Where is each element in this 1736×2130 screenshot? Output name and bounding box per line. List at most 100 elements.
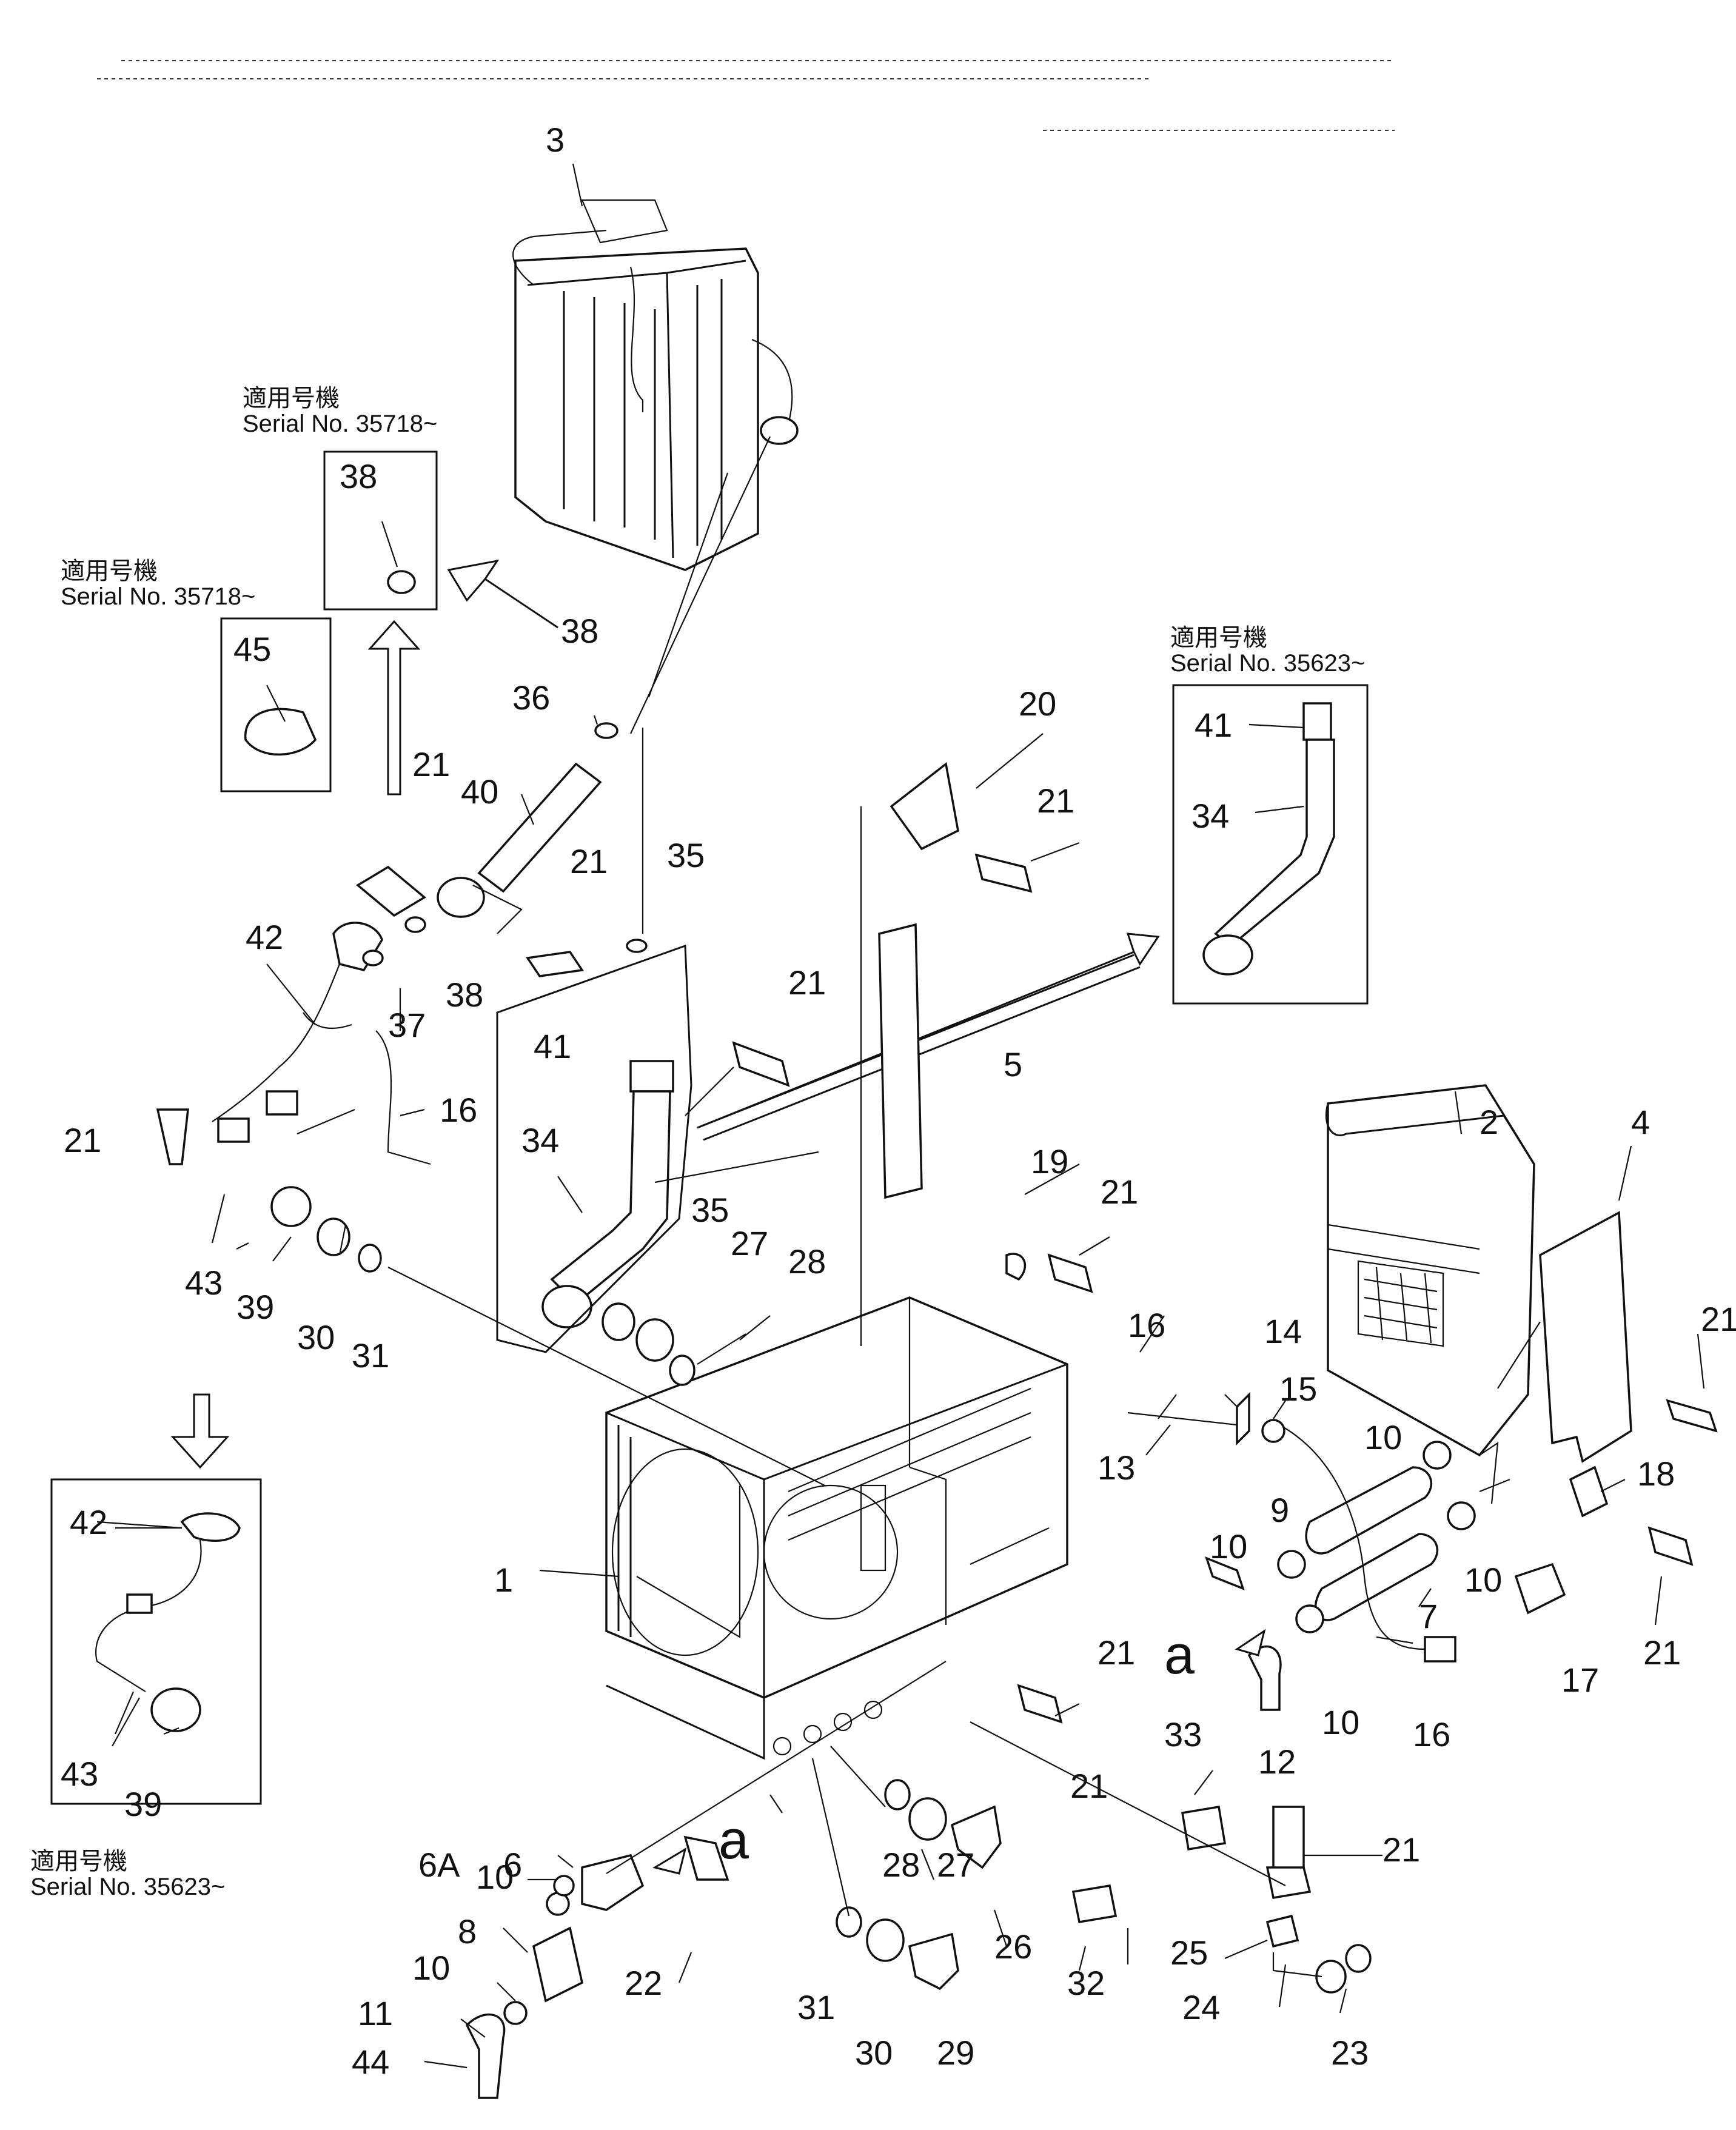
callout-20: 20 bbox=[1019, 685, 1056, 723]
direction-arrows bbox=[170, 559, 1160, 1469]
serial-jp-4: 適用号機 bbox=[30, 1848, 127, 1875]
clamps-10 bbox=[503, 1441, 1476, 2025]
callout-29: 29 bbox=[937, 2034, 974, 2072]
callout-9: 9 bbox=[1270, 1491, 1289, 1529]
callout-42-box: 42 bbox=[70, 1503, 107, 1541]
callout-13: 13 bbox=[1098, 1448, 1135, 1487]
hose-34 bbox=[496, 944, 692, 1353]
view-marker-a-right: a bbox=[1164, 1625, 1195, 1686]
callout-10-c: 10 bbox=[1464, 1561, 1502, 1599]
callout-41-box: 41 bbox=[1195, 706, 1232, 744]
callout-7: 7 bbox=[1419, 1597, 1438, 1635]
serial-jp-2: 適用号機 bbox=[61, 558, 158, 584]
callout-12: 12 bbox=[1258, 1743, 1296, 1781]
callout-28: 28 bbox=[882, 1846, 920, 1884]
callout-21-i: 21 bbox=[1643, 1633, 1681, 1672]
pipe-44 bbox=[465, 2013, 506, 2099]
serial-jp-3: 適用号機 bbox=[1170, 625, 1267, 651]
view-marker-arrow-right bbox=[1235, 1629, 1266, 1656]
view-marker-a-left: a bbox=[719, 1810, 749, 1870]
callout-10-e: 10 bbox=[476, 1858, 514, 1896]
serial-note-right: 適用号機 Serial No. 35623~ bbox=[1170, 625, 1365, 677]
serial-en-4: Serial No. 35623~ bbox=[30, 1874, 225, 1900]
fitting-6 bbox=[553, 1854, 645, 1911]
callout-43-box: 43 bbox=[61, 1755, 98, 1793]
callout-42: 42 bbox=[246, 918, 283, 956]
detail-box-45 bbox=[220, 617, 332, 792]
detail-box-38 bbox=[323, 450, 438, 611]
callout-6A: 6A bbox=[418, 1846, 460, 1884]
callout-21-b: 21 bbox=[570, 842, 608, 880]
callout-21-e: 21 bbox=[64, 1121, 101, 1159]
callout-21-a: 21 bbox=[412, 745, 450, 783]
callout-2: 2 bbox=[1480, 1103, 1498, 1141]
clip-18 bbox=[1569, 1465, 1609, 1518]
serial-en-3: Serial No. 35623~ bbox=[1170, 650, 1365, 677]
hose-36 bbox=[437, 762, 602, 934]
callout-43: 43 bbox=[185, 1264, 223, 1302]
callout-44: 44 bbox=[352, 2043, 389, 2081]
callout-30: 30 bbox=[855, 2034, 893, 2072]
detail-box-42-43-39 bbox=[50, 1478, 262, 1805]
hose-8 bbox=[532, 1926, 584, 2003]
serial-en-1: Serial No. 35718~ bbox=[243, 410, 437, 437]
callout-16-lower: 16 bbox=[1413, 1715, 1450, 1753]
callout-39: 39 bbox=[236, 1288, 274, 1326]
callout-19: 19 bbox=[1031, 1142, 1068, 1181]
callout-37: 37 bbox=[388, 1006, 426, 1044]
callout-21-j: 21 bbox=[1070, 1767, 1108, 1805]
callout-31-upper: 31 bbox=[352, 1336, 389, 1375]
callout-15: 15 bbox=[1279, 1370, 1317, 1408]
bracket-20 bbox=[890, 762, 959, 851]
callout-16-mid: 16 bbox=[1128, 1306, 1165, 1344]
view-marker-arrow-left bbox=[652, 1847, 687, 1875]
callout-18: 18 bbox=[1637, 1455, 1675, 1493]
callout-3: 3 bbox=[546, 121, 565, 159]
callout-10-a: 10 bbox=[1364, 1418, 1402, 1456]
elbow-29 bbox=[908, 1932, 959, 1991]
callout-30-upper: 30 bbox=[297, 1318, 335, 1356]
callout-10-d: 10 bbox=[1322, 1703, 1359, 1741]
callout-27-upper: 27 bbox=[731, 1224, 768, 1262]
callout-34: 34 bbox=[521, 1121, 559, 1159]
callout-38-box: 38 bbox=[340, 457, 377, 495]
callout-21-d: 21 bbox=[788, 963, 826, 1002]
hose-12 bbox=[1247, 1645, 1282, 1711]
frame-1 bbox=[605, 1296, 1068, 1760]
callout-32: 32 bbox=[1067, 1964, 1105, 2002]
serial-note-top-1: 適用号機 Serial No. 35718~ bbox=[243, 385, 437, 437]
serial-note-bottom: 適用号機 Serial No. 35623~ bbox=[30, 1848, 225, 1900]
grommet-17 bbox=[1514, 1562, 1566, 1615]
clamp-24 bbox=[1265, 1914, 1299, 1948]
detail-box-41-34 bbox=[1172, 684, 1369, 1005]
callout-22: 22 bbox=[625, 1964, 662, 2002]
callout-10-f: 10 bbox=[412, 1949, 450, 1987]
callout-45: 45 bbox=[233, 630, 271, 668]
callout-35-upper: 35 bbox=[667, 836, 705, 874]
callout-6: 6 bbox=[503, 1846, 522, 1884]
callout-5: 5 bbox=[1004, 1045, 1022, 1083]
bracket-4 bbox=[1539, 1211, 1632, 1463]
callout-21-c: 21 bbox=[1037, 782, 1074, 820]
callout-1: 1 bbox=[494, 1561, 513, 1599]
callout-10-b: 10 bbox=[1210, 1527, 1247, 1566]
callout-11: 11 bbox=[358, 1994, 393, 2032]
callout-21-k: 21 bbox=[1382, 1830, 1420, 1869]
callout-36: 36 bbox=[512, 678, 550, 717]
serial-en-2: Serial No. 35718~ bbox=[61, 583, 255, 610]
clamp-25 bbox=[1265, 1866, 1312, 1900]
leader-lines bbox=[96, 163, 1705, 2069]
bolts-21 bbox=[156, 853, 1718, 1881]
callout-25: 25 bbox=[1170, 1934, 1208, 1972]
serial-note-top-2: 適用号機 Serial No. 35718~ bbox=[61, 558, 255, 610]
bracket-5 bbox=[860, 806, 923, 1346]
callout-14: 14 bbox=[1264, 1312, 1302, 1350]
callout-21-f: 21 bbox=[1101, 1173, 1138, 1211]
callout-39-box: 39 bbox=[124, 1785, 162, 1823]
callout-27: 27 bbox=[937, 1846, 974, 1884]
callout-23: 23 bbox=[1331, 2034, 1369, 2072]
callout-34-box: 34 bbox=[1191, 797, 1229, 835]
radiator-2 bbox=[1325, 1084, 1535, 1504]
grommets-23 bbox=[1315, 1944, 1372, 1994]
